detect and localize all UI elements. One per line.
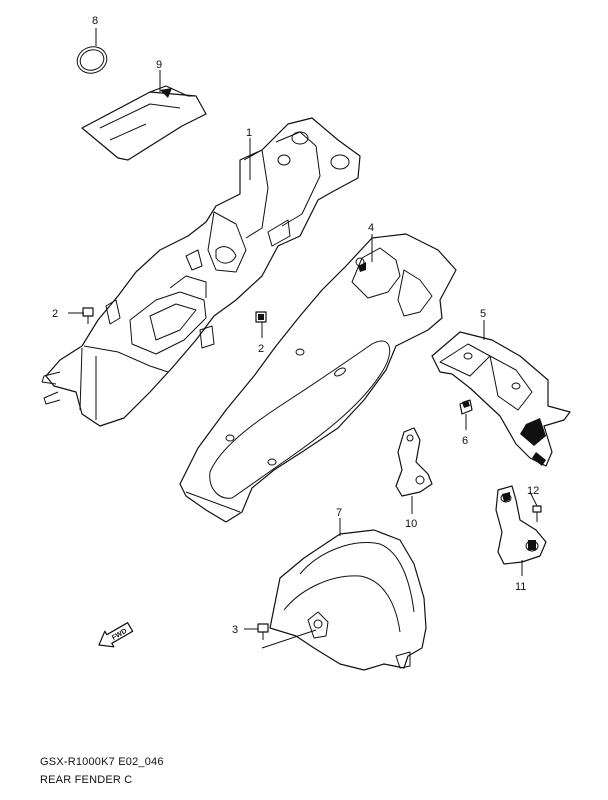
part-8-ring: [76, 46, 108, 74]
callout-12: 12: [527, 485, 539, 497]
callout-8: 8: [92, 15, 98, 27]
part-1-rear-fender: [41, 117, 361, 427]
part-2-bolt-left: [82, 307, 94, 324]
callout-9: 9: [156, 59, 162, 71]
part-9-pouch: [81, 85, 207, 161]
part-6-nut: [459, 399, 473, 415]
callout-5: 5: [480, 308, 486, 320]
part-3-bolt: [257, 623, 269, 640]
callout-6: 6: [462, 435, 468, 447]
callout-7: 7: [336, 507, 342, 519]
part-7-hugger: [269, 529, 427, 671]
part-5-bracket: [431, 331, 571, 467]
callout-2-center: 2: [258, 343, 264, 355]
part-12-screw: [532, 505, 542, 522]
part-4-inner-fender: [179, 233, 457, 523]
callout-2-left: 2: [52, 308, 58, 320]
section-title: REAR FENDER C: [40, 774, 133, 786]
part-11-bracket: [495, 485, 547, 565]
callout-11: 11: [515, 581, 526, 593]
part-2-nut-center: [255, 311, 267, 323]
part-10-bracket: [395, 427, 433, 497]
callout-3: 3: [232, 624, 238, 636]
callout-10: 10: [405, 518, 417, 530]
model-code: GSX-R1000K7 E02_046: [40, 756, 164, 768]
callout-4: 4: [368, 222, 374, 234]
leader-lines: [68, 28, 538, 649]
callout-1: 1: [246, 127, 252, 139]
fwd-label: FWD: [111, 628, 128, 642]
fwd-arrow-icon: FWD: [98, 622, 134, 648]
